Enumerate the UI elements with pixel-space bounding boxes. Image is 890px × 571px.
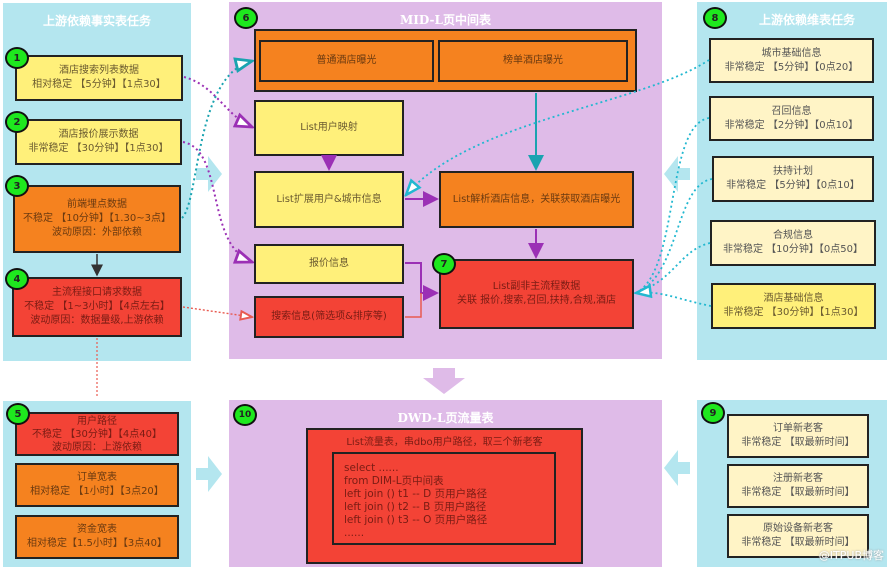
- node-title: 主流程接口请求数据: [52, 287, 142, 298]
- node-stability: 不稳定 【30分钟】【4点40】: [32, 428, 162, 440]
- frontend-tracking-node[interactable]: 前端埋点数据 不稳定 【10分钟】【1.30~3点】 波动原因：外部依赖: [13, 185, 181, 253]
- node-stability: 非常稳定 【10分钟】【0点50】: [723, 244, 863, 255]
- step-badge-3: 3: [5, 175, 29, 197]
- node-title: 合规信息: [773, 230, 813, 241]
- node-stability: 非常稳定 【取最新时间】: [741, 537, 855, 548]
- node-title: 资金宽表: [77, 524, 117, 535]
- sql-line: left join () t1 -- D 页用户路径: [344, 488, 488, 500]
- hotel-search-list-node[interactable]: 酒店搜索列表数据 相对稳定 【5分钟】【1点30】: [15, 55, 183, 101]
- node-title: List用户映射: [300, 122, 358, 133]
- node-title: 原始设备新老客: [763, 523, 833, 534]
- sql-line: left join () t2 -- B 页用户路径: [344, 501, 487, 513]
- city-base-info-node[interactable]: 城市基础信息 非常稳定 【5分钟】【0点20】: [709, 38, 874, 83]
- node-title: 酒店搜索列表数据: [59, 65, 139, 76]
- search-info-node[interactable]: 搜索信息(筛选项&排序等): [254, 296, 404, 338]
- node-stability: 相对稳定 【5分钟】【1点30】: [32, 79, 166, 90]
- hotel-base-info-node[interactable]: 酒店基础信息 非常稳定 【30分钟】【1点30】: [711, 283, 876, 329]
- node-title: 酒店基础信息: [763, 293, 824, 304]
- node-stability: 不稳定 【1~3小时】【4点左右】: [24, 301, 170, 312]
- normal-hotel-exposure-node[interactable]: 普通酒店曝光: [259, 40, 434, 82]
- node-title: 召回信息: [771, 105, 812, 117]
- block-arrow-br-to-dwd: [664, 450, 690, 486]
- node-title: 扶持计划: [773, 166, 813, 177]
- compliance-info-node[interactable]: 合规信息 非常稳定 【10分钟】【0点50】: [710, 220, 876, 266]
- node-stability: 非常稳定 【取最新时间】: [741, 437, 855, 448]
- ranking-hotel-exposure-node[interactable]: 榜单酒店曝光: [438, 40, 628, 82]
- node-title: List流量表，串dbo用户路径，取三个新老客: [346, 437, 543, 448]
- support-plan-node[interactable]: 扶持计划 非常稳定 【5分钟】【0点10】: [712, 156, 874, 202]
- node-joins: 关联 报价,搜索,召回,扶持,合规,酒店: [456, 295, 617, 306]
- recall-info-node[interactable]: 召回信息 非常稳定 【2分钟】【0点10】: [709, 96, 874, 141]
- upstream-dim-panel-title: 上游依赖维表任务: [758, 13, 855, 27]
- node-stability: 非常稳定 【30分钟】【1点30】: [28, 143, 169, 154]
- node-title: 前端埋点数据: [67, 199, 127, 210]
- step-badge-2: 2: [5, 111, 29, 133]
- step-badge-7: 7: [432, 253, 456, 275]
- node-title: List解析酒店信息，关联获取酒店曝光: [452, 193, 621, 205]
- node-title: 城市基础信息: [761, 47, 822, 59]
- sql-line: ......: [344, 527, 365, 539]
- node-title: 搜索信息(筛选项&排序等): [271, 311, 387, 322]
- mid-table-panel-title: MID-L页中间表: [400, 13, 491, 27]
- node-stability: 相对稳定【1.5小时】【3点40】: [27, 538, 167, 549]
- list-user-mapping-node[interactable]: List用户映射: [254, 100, 404, 156]
- node-reason: 波动原因：上游依赖: [52, 441, 142, 453]
- node-stability: 非常稳定 【取最新时间】: [741, 487, 855, 498]
- block-arrow-right-to-mid: [664, 156, 690, 192]
- node-stability: 相对稳定 【1小时】【3点20】: [30, 486, 164, 497]
- hotel-price-display-node[interactable]: 酒店报价展示数据 非常稳定 【30分钟】【1点30】: [15, 119, 182, 165]
- step-badge-4: 4: [5, 268, 29, 290]
- node-title: 订单新老客: [773, 423, 823, 434]
- node-title: 用户路径: [77, 415, 117, 427]
- step-badge-8: 8: [703, 7, 727, 29]
- upstream-fact-panel-title: 上游依赖事实表任务: [42, 14, 151, 28]
- node-title: 普通酒店曝光: [316, 55, 377, 66]
- order-wide-table-node[interactable]: 订单宽表 相对稳定 【1小时】【3点20】: [15, 463, 179, 507]
- block-arrow-left-to-mid: [196, 156, 222, 192]
- node-title: 榜单酒店曝光: [503, 55, 563, 66]
- node-reason: 波动原因：外部依赖: [52, 227, 142, 238]
- watermark: @ITPUB博客: [818, 549, 884, 562]
- sql-line: select ......: [344, 462, 399, 474]
- node-title: List副非主流程数据: [492, 281, 581, 292]
- register-new-old-customer-node[interactable]: 注册新老客 非常稳定 【取最新时间】: [727, 464, 869, 508]
- node-title: 报价信息: [309, 258, 349, 269]
- fund-wide-table-node[interactable]: 资金宽表 相对稳定【1.5小时】【3点40】: [15, 515, 179, 559]
- step-badge-5: 5: [6, 403, 30, 425]
- node-stability: 非常稳定 【5分钟】【0点10】: [726, 180, 860, 191]
- node-title: 注册新老客: [773, 473, 823, 484]
- block-arrow-bl-to-dwd: [196, 456, 222, 492]
- node-stability: 不稳定 【10分钟】【1.30~3点】: [23, 213, 171, 224]
- node-title: 酒店报价展示数据: [58, 129, 139, 140]
- list-non-main-flow-node[interactable]: List副非主流程数据 关联 报价,搜索,召回,扶持,合规,酒店: [439, 259, 634, 329]
- sql-code-block: select ...... from DIM-L页中间表 left join (…: [332, 452, 556, 545]
- node-stability: 非常稳定 【2分钟】【0点10】: [724, 119, 859, 131]
- main-flow-api-node[interactable]: 主流程接口请求数据 不稳定 【1~3小时】【4点左右】 波动原因：数据量级,上游…: [12, 277, 182, 337]
- order-new-old-customer-node[interactable]: 订单新老客 非常稳定 【取最新时间】: [727, 414, 869, 458]
- user-path-node[interactable]: 用户路径 不稳定 【30分钟】【4点40】 波动原因：上游依赖: [15, 412, 179, 456]
- node-title: List扩展用户&城市信息: [276, 193, 382, 205]
- step-badge-1: 1: [5, 47, 29, 69]
- device-new-old-customer-node[interactable]: 原始设备新老客 非常稳定 【取最新时间】: [727, 514, 869, 558]
- step-badge-9: 9: [701, 402, 725, 424]
- node-stability: 非常稳定 【5分钟】【0点20】: [724, 61, 859, 73]
- node-reason: 波动原因：数据量级,上游依赖: [30, 315, 164, 326]
- sql-line: left join () t3 -- O 页用户路径: [344, 514, 488, 526]
- block-arrow-mid-to-dwd: [423, 368, 465, 394]
- node-stability: 非常稳定 【30分钟】【1点30】: [723, 307, 864, 318]
- step-badge-6: 6: [234, 7, 258, 29]
- price-info-node[interactable]: 报价信息: [254, 244, 404, 284]
- dwd-table-panel-title: DWD-L页流量表: [397, 411, 494, 425]
- list-parse-hotel-node[interactable]: List解析酒店信息，关联获取酒店曝光: [439, 171, 634, 228]
- node-title: 订单宽表: [77, 472, 117, 483]
- step-badge-10: 10: [233, 404, 257, 426]
- list-user-city-node[interactable]: List扩展用户&城市信息: [254, 171, 404, 228]
- sql-line: from DIM-L页中间表: [344, 475, 444, 487]
